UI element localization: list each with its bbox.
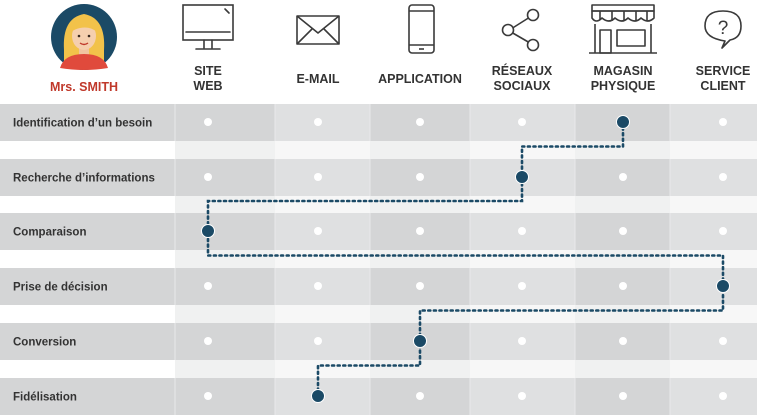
channel-dot: [416, 282, 424, 290]
stage-band: [0, 159, 757, 196]
stage-label: Recherche d’informations: [13, 173, 155, 185]
stage-label: Conversion: [13, 337, 76, 349]
channel-label-line: E-MAIL: [296, 72, 339, 86]
channel-label-line: APPLICATION: [378, 72, 462, 86]
stage-band: [0, 268, 757, 305]
journey-path: [201, 115, 730, 403]
stage-band: [0, 378, 757, 415]
band-gap: [175, 196, 757, 213]
channel-label-application: APPLICATION: [378, 72, 462, 86]
envelope-icon: [296, 15, 340, 45]
channel-dots: [204, 118, 727, 400]
active-touchpoint-dot: [413, 334, 427, 348]
channel-dot: [314, 227, 322, 235]
svg-text:?: ?: [718, 18, 729, 39]
speech-bubble-question-icon: ?: [704, 10, 742, 49]
active-touchpoint-dot: [616, 115, 630, 129]
desktop-monitor-icon: [182, 4, 234, 50]
channel-dot: [204, 337, 212, 345]
channel-dot: [204, 282, 212, 290]
channel-label-line: WEB: [193, 79, 222, 93]
storefront-icon: [589, 4, 657, 54]
channel-dot: [619, 227, 627, 235]
channel-dot: [619, 282, 627, 290]
journey-dotted-line: [206, 120, 725, 398]
stage-band: [0, 213, 757, 250]
persona-block: Mrs. SMITH: [50, 4, 118, 94]
persona-name: Mrs. SMITH: [50, 80, 118, 94]
channel-dot: [314, 337, 322, 345]
channel-dot: [204, 118, 212, 126]
channel-label-line: SERVICE: [696, 64, 751, 78]
stage-label: Comparaison: [13, 227, 87, 239]
band-gap: [175, 305, 757, 323]
channel-dot: [518, 392, 526, 400]
channel-dot: [518, 337, 526, 345]
channel-dot: [719, 227, 727, 235]
channel-label-line: PHYSIQUE: [591, 79, 656, 93]
channel-dot: [518, 227, 526, 235]
smartphone-icon: [408, 4, 435, 54]
channel-dot: [416, 392, 424, 400]
channel-dot: [719, 337, 727, 345]
woman-avatar-icon: [51, 4, 117, 70]
stage-label: Prise de décision: [13, 282, 108, 294]
channel-label-email: E-MAIL: [296, 72, 339, 86]
channel-label-line: RÉSEAUX: [492, 63, 553, 78]
active-touchpoint-dot: [201, 224, 215, 238]
channel-dot: [314, 173, 322, 181]
channel-dot: [416, 227, 424, 235]
channel-dot: [416, 173, 424, 181]
band-gap: [175, 250, 757, 268]
active-touchpoint-dot: [716, 279, 730, 293]
channel-label-line: SOCIAUX: [494, 79, 552, 93]
channel-dot: [619, 173, 627, 181]
channel-dot: [416, 118, 424, 126]
channel-dot: [314, 118, 322, 126]
band-gap: [175, 141, 757, 159]
channel-label-line: MAGASIN: [593, 64, 652, 78]
band-gap: [175, 360, 757, 378]
stage-label: Fidélisation: [13, 392, 77, 404]
stage-band: [0, 104, 757, 141]
active-touchpoint-dot: [311, 389, 325, 403]
channel-dot: [719, 392, 727, 400]
channel-dot: [314, 282, 322, 290]
channel-dot: [619, 337, 627, 345]
channel-dot: [619, 392, 627, 400]
channel-label-line: CLIENT: [700, 79, 746, 93]
active-touchpoint-dot: [515, 170, 529, 184]
channel-dot: [719, 173, 727, 181]
stage-band: [0, 323, 757, 360]
channel-icons: ?: [182, 4, 742, 54]
channel-dot: [719, 118, 727, 126]
stage-bands: [0, 104, 757, 415]
channel-dot: [204, 173, 212, 181]
channel-label-line: SITE: [194, 64, 222, 78]
channel-dot: [518, 282, 526, 290]
channel-dot: [204, 392, 212, 400]
stage-label: Identification d’un besoin: [13, 118, 152, 130]
share-icon: [501, 8, 540, 52]
channel-dot: [518, 118, 526, 126]
